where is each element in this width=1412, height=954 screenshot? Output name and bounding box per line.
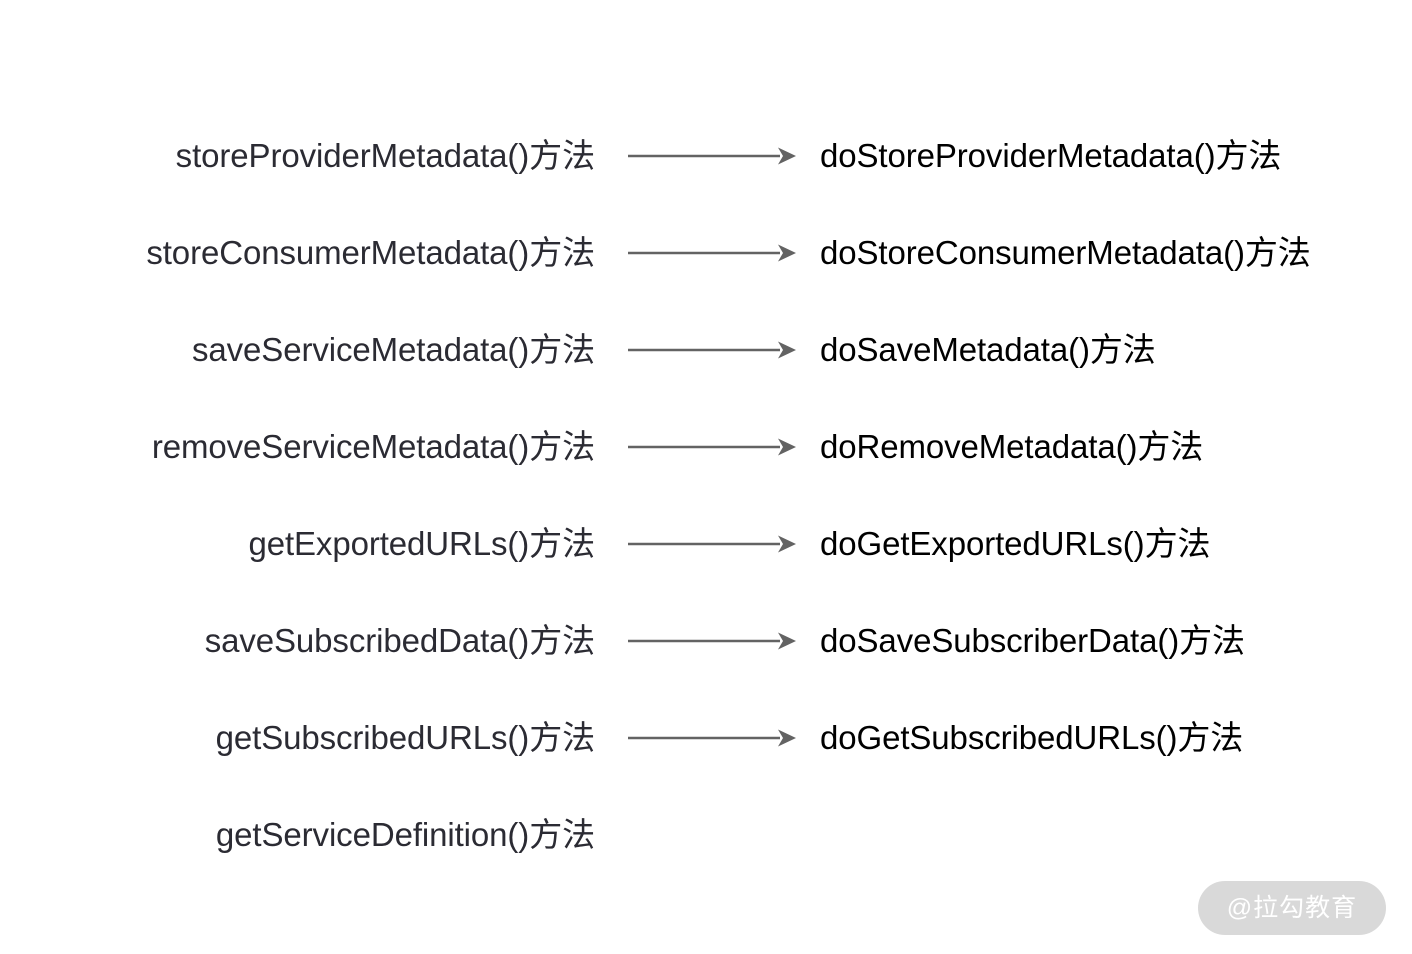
mapping-row: getServiceDefinition()方法 [0,786,1412,883]
mapping-arrow-icon [628,726,796,750]
mapping-arrow-icon [628,241,796,265]
target-method-label: doRemoveMetadata()方法 [820,428,1204,465]
source-method-label: getExportedURLs()方法 [248,525,595,562]
watermark-badge: @拉勾教育 [1198,881,1386,935]
mapping-row: storeProviderMetadata()方法 doStoreProvider… [0,107,1412,204]
target-method-label: doGetExportedURLs()方法 [820,525,1211,562]
target-method-label: doStoreConsumerMetadata()方法 [820,234,1311,271]
mapping-arrow-icon [628,435,796,459]
mapping-row: saveServiceMetadata()方法 doSaveMetadata()方… [0,301,1412,398]
mapping-row: getExportedURLs()方法 doGetExportedURLs()方法 [0,495,1412,592]
source-method-label: removeServiceMetadata()方法 [151,428,595,465]
mapping-row: removeServiceMetadata()方法 doRemoveMetadat… [0,398,1412,495]
mapping-arrow-icon [628,629,796,653]
mapping-arrow-icon [628,144,796,168]
mapping-row: saveSubscribedData()方法 doSaveSubscriberDa… [0,592,1412,689]
source-method-label: getServiceDefinition()方法 [215,816,595,853]
target-method-label: doGetSubscribedURLs()方法 [820,719,1244,756]
mapping-arrow-icon [628,338,796,362]
target-method-label: doSaveMetadata()方法 [820,331,1156,368]
mapping-row: storeConsumerMetadata()方法 doStoreConsumer… [0,204,1412,301]
source-method-label: getSubscribedURLs()方法 [215,719,595,756]
watermark-label: @拉勾教育 [1226,893,1358,922]
mapping-row: getSubscribedURLs()方法 doGetSubscribedURLs… [0,689,1412,786]
source-method-label: saveSubscribedData()方法 [204,622,595,659]
source-method-label: storeConsumerMetadata()方法 [146,234,595,271]
target-method-label: doSaveSubscriberData()方法 [820,622,1245,659]
target-method-label: doStoreProviderMetadata()方法 [820,137,1282,174]
mapping-arrow-icon [628,532,796,556]
source-method-label: saveServiceMetadata()方法 [191,331,595,368]
source-method-label: storeProviderMetadata()方法 [175,137,595,174]
